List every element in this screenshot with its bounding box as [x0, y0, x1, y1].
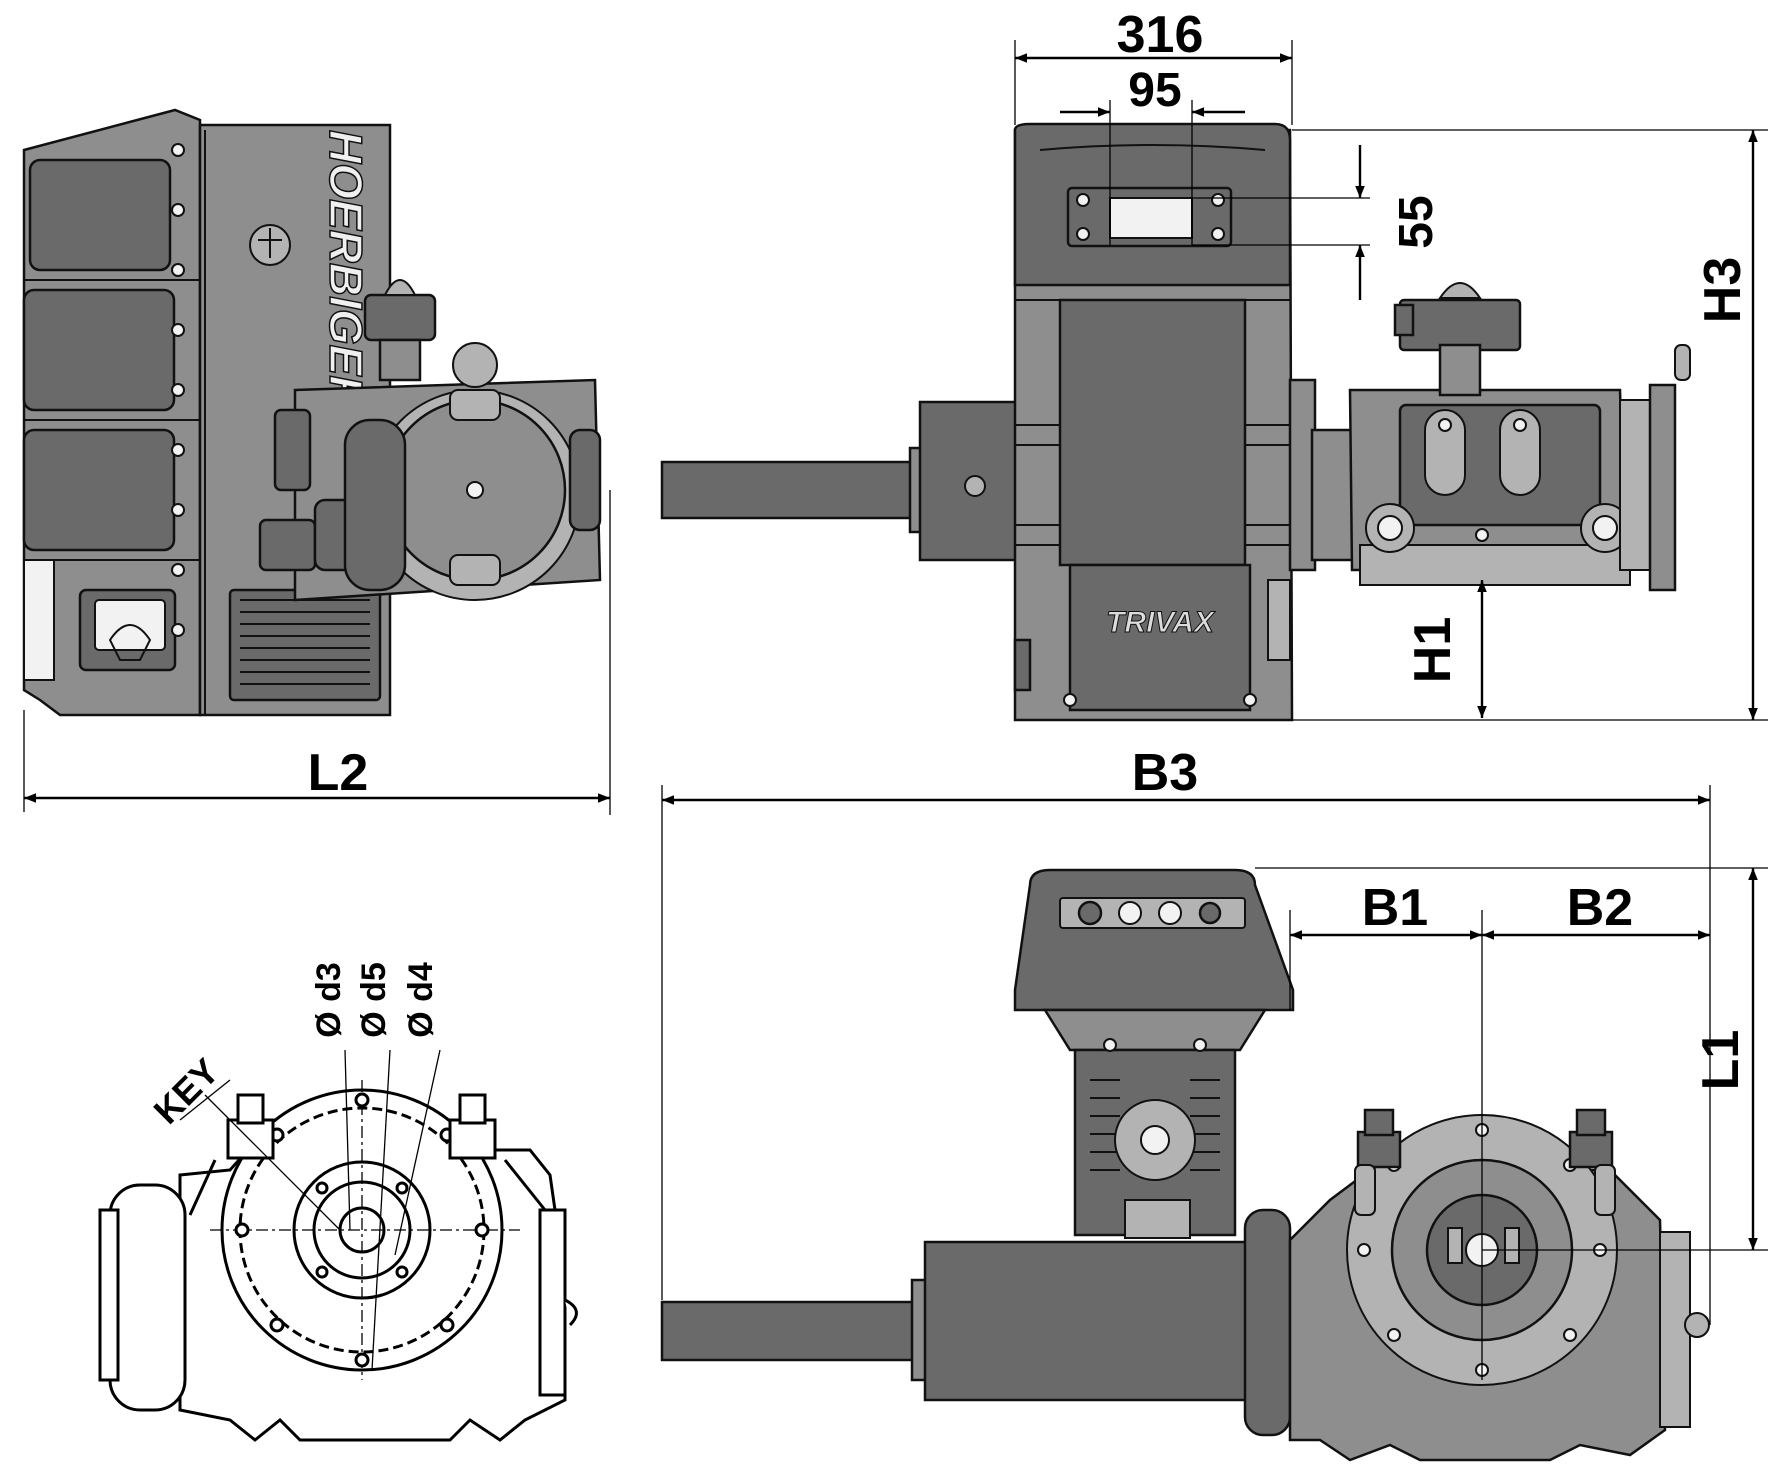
- dimension-b2-label: B2: [1567, 879, 1633, 937]
- dimension-b1-label: B1: [1362, 879, 1428, 937]
- dimension-h1-label: H1: [1404, 617, 1462, 683]
- dimension-55-label: 55: [1390, 195, 1443, 248]
- dimension-l1-label: L1: [1692, 1030, 1750, 1091]
- housing-bolts: [171, 143, 185, 637]
- top-view: B3 B1 B2 L1: [660, 744, 1768, 1462]
- dimension-95-label: 95: [1128, 64, 1181, 117]
- side-position-indicator: [363, 279, 437, 382]
- front-gearbox: [1288, 282, 1691, 592]
- dimension-h3: H3: [1292, 129, 1768, 721]
- top-control-housing: [1013, 868, 1295, 1239]
- dimension-b3: B3: [661, 744, 1711, 1325]
- front-display-panel: [1066, 186, 1233, 248]
- dimension-h1: H1: [1404, 580, 1487, 718]
- dimension-b1-b2: B1 B2: [1289, 879, 1710, 1380]
- annotation-d4: Ø d4: [402, 962, 440, 1038]
- front-lower-panel: TRIVAX: [1013, 563, 1291, 712]
- dimension-l2-label: L2: [308, 744, 369, 802]
- front-input-shaft: [660, 460, 924, 520]
- dimension-316-label: 316: [1117, 6, 1204, 64]
- product-logo: TRIVAX: [1106, 606, 1216, 639]
- annotation-d5: Ø d5: [355, 962, 393, 1038]
- dimension-l1: L1: [1255, 867, 1768, 1251]
- side-view: HOERBIGER: [22, 108, 611, 815]
- top-input-shaft: [660, 1300, 924, 1362]
- dimension-l2: L2: [23, 490, 611, 815]
- dimension-316: 316: [1014, 6, 1293, 125]
- flange-view: KEY Ø d3 Ø d5 Ø d4: [98, 962, 578, 1442]
- side-round-cover: [343, 342, 602, 601]
- brand-logo: HOERBIGER: [320, 130, 372, 409]
- dimension-55: 55: [1192, 145, 1443, 300]
- dimension-b3-label: B3: [1132, 744, 1198, 802]
- dimension-h3-label: H3: [1694, 257, 1752, 323]
- annotation-d3: Ø d3: [310, 962, 348, 1038]
- dimension-95: 95: [1060, 64, 1245, 245]
- side-vents: [228, 588, 382, 702]
- flange-studs: [188, 1093, 547, 1216]
- brand-logo-block: HOERBIGER: [249, 129, 373, 409]
- annotation-key: KEY: [145, 1050, 226, 1131]
- top-gearbox: [1288, 1108, 1710, 1462]
- front-view: TRIVAX: [660, 6, 1768, 722]
